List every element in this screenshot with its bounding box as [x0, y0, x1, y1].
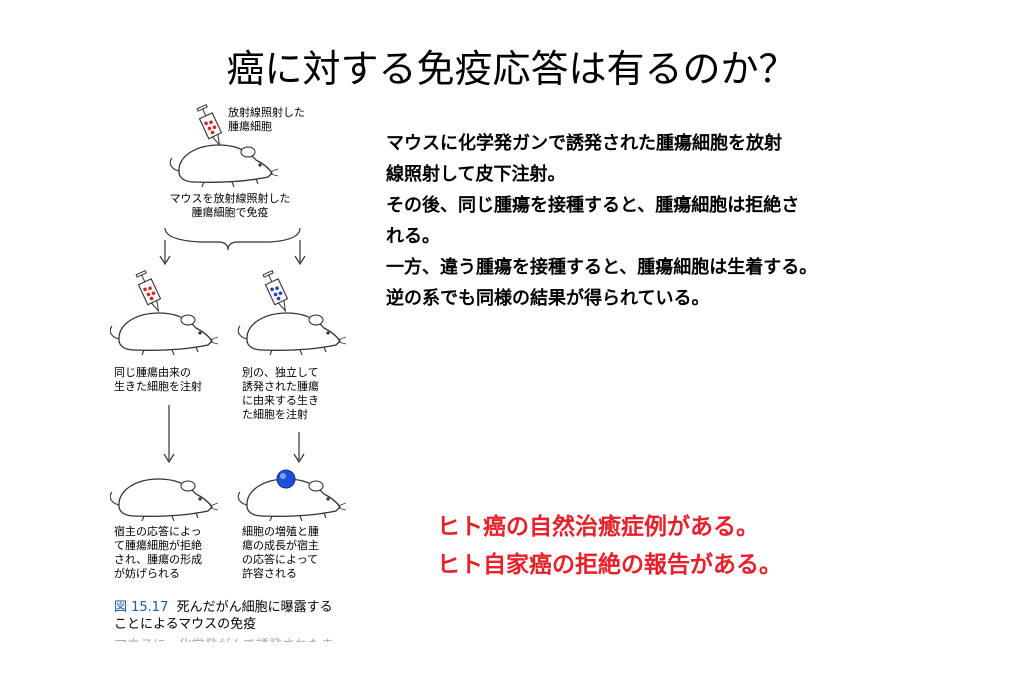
caption-line-1: 死んだがん細胞に曝露する — [176, 600, 333, 615]
left-result-label-1: 宿主の応答によっ — [114, 525, 202, 538]
tumor-icon — [276, 469, 296, 489]
body-line-5: 一方、違う腫瘍を接種すると、腫瘍細胞は生着する。 — [386, 257, 818, 278]
figure-number: 図 15.17 — [114, 600, 169, 615]
right-result-label-3: の応答によって — [242, 553, 319, 566]
rejected-result-mouse-icon — [110, 478, 219, 522]
slide-title: 癌に対する免疫応答は有るのか？ — [226, 47, 797, 91]
left-result-label-2: て腫瘍細胞が拒絶 — [114, 539, 202, 552]
caption-line-2: ことによるマウスの免疫 — [114, 617, 257, 632]
figure-caption: 図 15.17 死んだがん細胞に曝露する ことによるマウスの免疫 — [114, 599, 350, 633]
left-inject-label-1: 同じ腫瘍由来の — [114, 366, 191, 379]
caption-cutoff-line: マウスに、化学発がんで誘発されたま — [114, 634, 350, 642]
right-result-label-2: 瘍の成長が宿主 — [242, 539, 319, 552]
syringe-top-label-2: 腫瘍細胞 — [228, 120, 272, 133]
left-result-label-3: され、腫瘍の形成 — [114, 553, 203, 566]
body-line-1: マウスに化学発ガンで誘発された腫瘍細胞を放射 — [386, 133, 782, 154]
branch-bracket — [164, 227, 301, 251]
immunize-label-2: 腫瘍細胞で免疫 — [191, 206, 269, 219]
highlight-line-2: ヒト自家癌の拒絶の報告がある。 — [437, 552, 782, 578]
body-line-6: 逆の系でも同様の結果が得られている。 — [386, 288, 710, 309]
left-challenged-mouse-icon — [110, 312, 219, 356]
right-inject-label-2: 誘発された腫瘍 — [242, 380, 319, 393]
right-result-label-1: 細胞の増殖と腫 — [242, 525, 319, 538]
highlight-text: ヒト癌の自然治癒症例がある。 ヒト自家癌の拒絶の報告がある。 — [437, 508, 782, 584]
left-result-label-4: が妨げられる — [114, 567, 180, 580]
figure-artwork — [110, 103, 347, 522]
body-line-3: その後、同じ腫瘍を接種すると、腫瘍細胞は拒絶さ — [386, 195, 800, 216]
syringe-top-label-1: 放射線照射した — [228, 106, 305, 119]
highlight-line-1: ヒト癌の自然治癒症例がある。 — [437, 514, 759, 540]
right-inject-label-1: 別の、独立して — [242, 366, 319, 379]
body-line-2: 線照射して皮下注射。 — [386, 164, 566, 185]
mouse-experiment-figure: 放射線照射した 腫瘍細胞 マウスを放射線照射した 腫瘍細胞で免疫 同じ腫瘍由来の… — [110, 100, 350, 645]
right-result-label-4: 許容される — [242, 567, 297, 580]
left-syringe-icon — [133, 269, 166, 315]
immunized-mouse-icon — [169, 144, 279, 188]
body-text: マウスに化学発ガンで誘発された腫瘍細胞を放射 線照射して皮下注射。 その後、同じ… — [386, 128, 966, 314]
right-inject-label-4: た細胞を注射 — [242, 408, 308, 421]
immunize-label-1: マウスを放射線照射した — [169, 192, 291, 205]
right-inject-label-3: に由来する生き — [242, 394, 319, 407]
body-line-4: れる。 — [386, 226, 440, 247]
left-inject-label-2: 生きた細胞を注射 — [114, 380, 202, 393]
right-challenged-mouse-icon — [237, 312, 347, 356]
top-syringe-icon — [194, 103, 227, 149]
right-syringe-icon — [260, 269, 293, 315]
